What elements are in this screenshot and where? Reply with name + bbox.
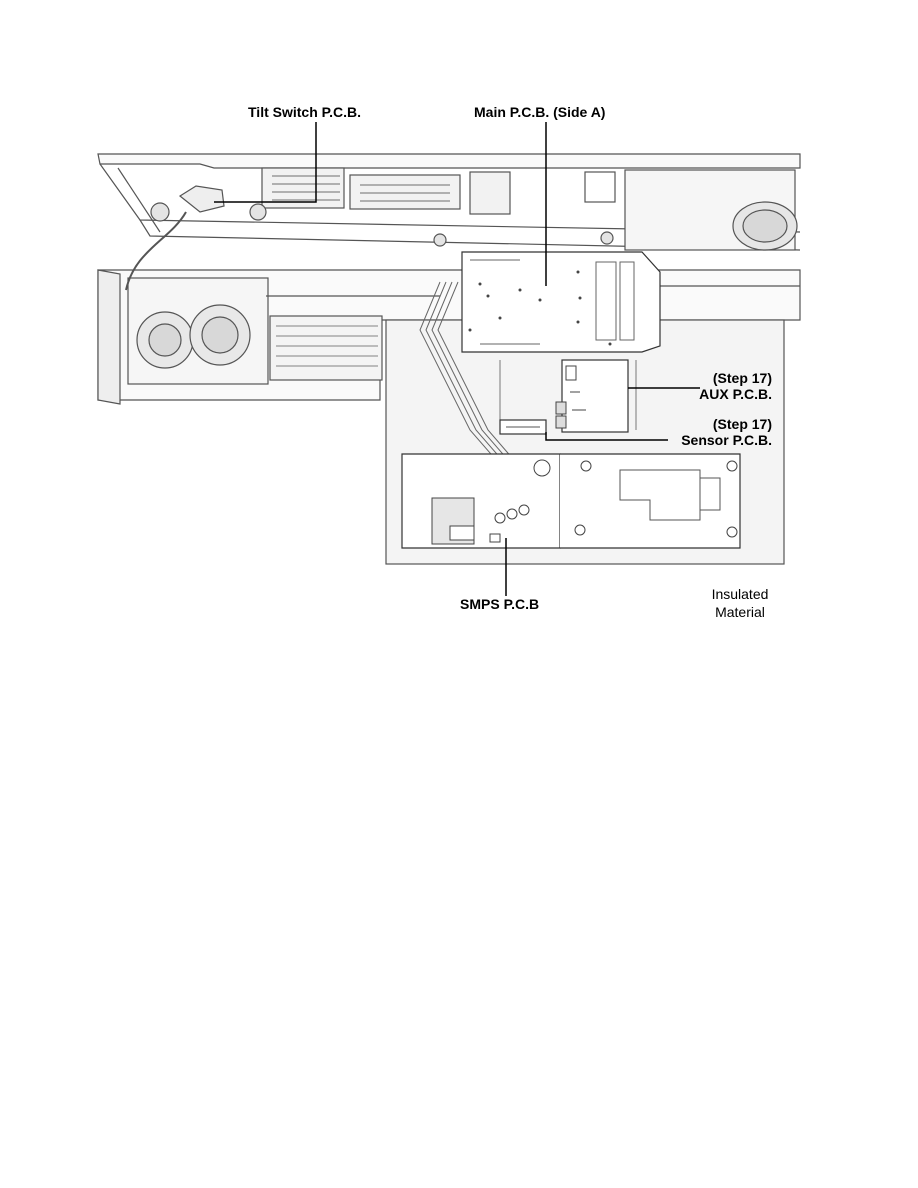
sensor-pcb-step-label: (Step 17) — [712, 416, 772, 432]
aux-pcb-label: AUX P.C.B. — [699, 386, 772, 402]
tilt-switch-wire — [125, 211, 187, 291]
smps-pcb-board — [401, 453, 741, 549]
leader-lines — [214, 122, 700, 596]
leader-sensor-pcb — [545, 432, 668, 441]
main-pcb-board — [461, 251, 661, 353]
aux-pcb-step-label: (Step 17) — [712, 370, 772, 386]
tilt-switch-label: Tilt Switch P.C.B. — [248, 104, 362, 120]
leader-tilt-switch — [214, 122, 317, 203]
aux-pcb-board — [555, 359, 629, 433]
upper-chassis — [97, 153, 801, 251]
smps-pcb-label: SMPS P.C.B — [460, 596, 540, 612]
sensor-pcb-label: Sensor P.C.B. — [681, 432, 772, 448]
insulated-material-label-line2: Material — [715, 604, 765, 620]
insulated-material-label-line1: Insulated — [711, 586, 769, 602]
sensor-pcb-board — [499, 419, 547, 435]
main-pcb-label: Main P.C.B. (Side A) — [474, 104, 606, 120]
